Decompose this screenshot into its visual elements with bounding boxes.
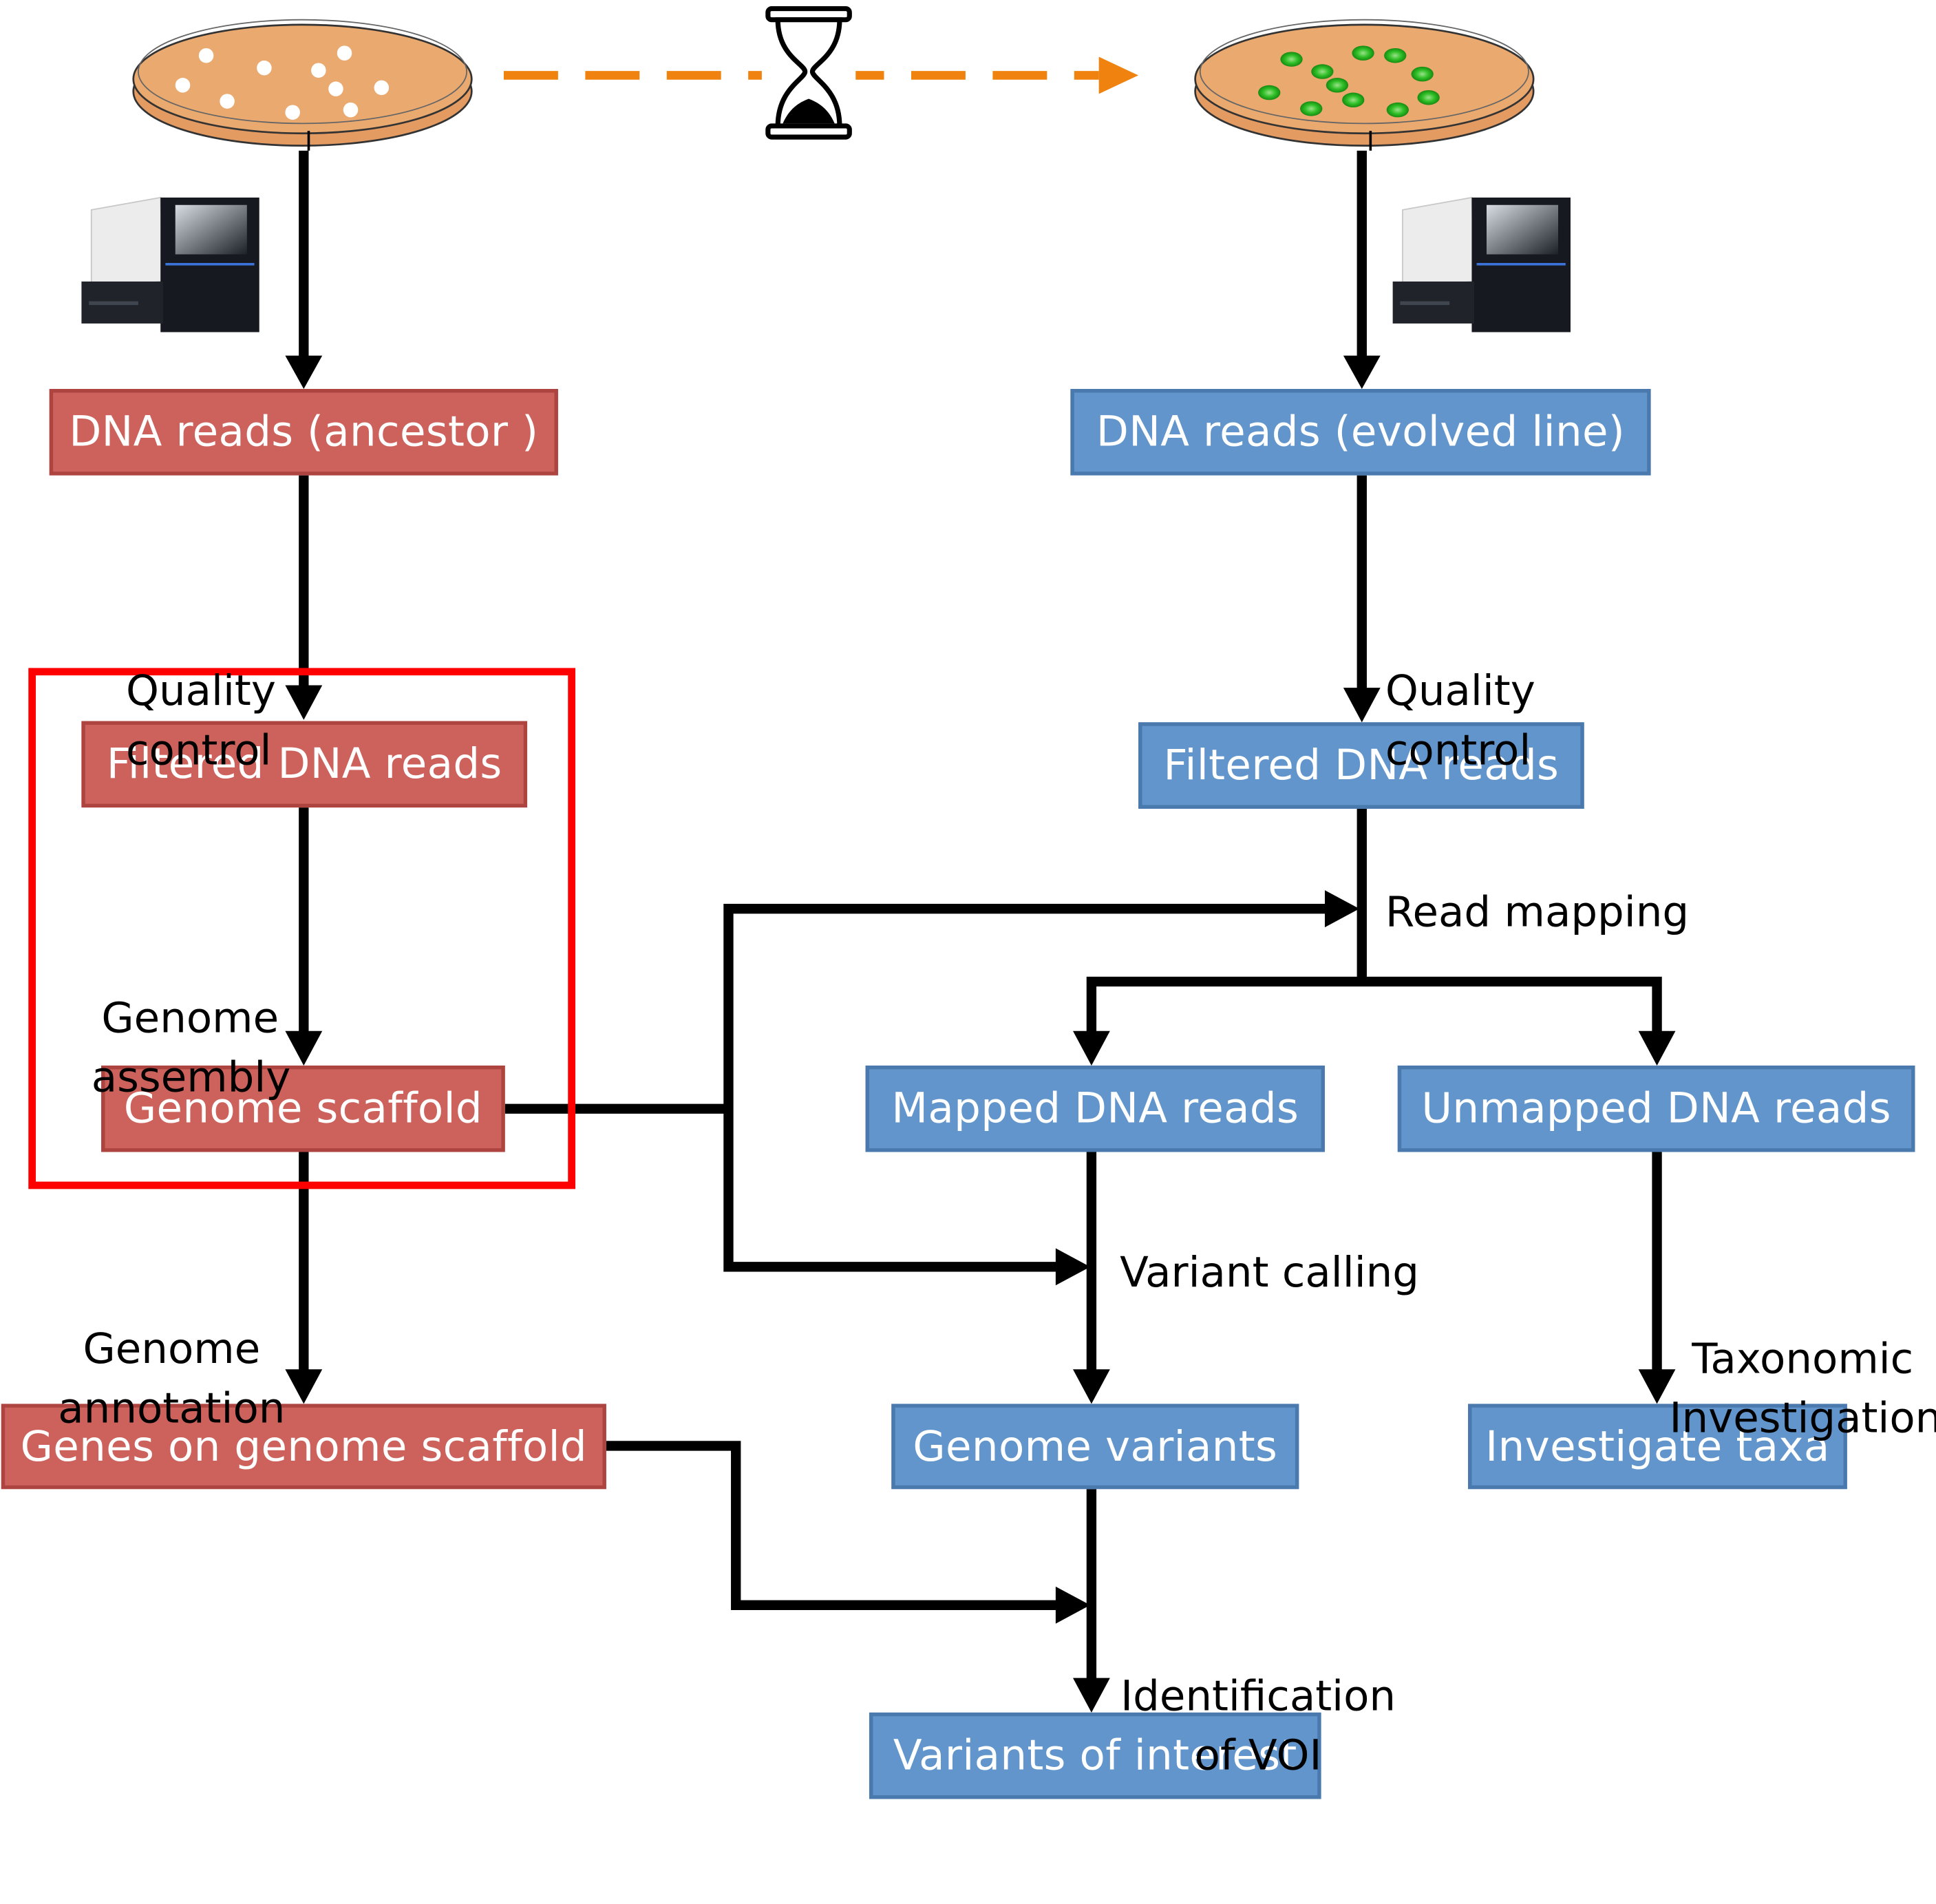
genome-variants-box: Genome variants [891,1404,1299,1490]
white-colony-icon [175,45,390,120]
genome-variants-label: Genome variants [913,1421,1278,1472]
mapped-reads-box: Mapped DNA reads [865,1065,1325,1152]
evolved-sequencer-icon [1392,196,1571,332]
mapped-reads-label: Mapped DNA reads [891,1083,1299,1134]
arrowheads [285,355,1676,1713]
evolved-dna-reads-label: DNA reads (evolved line) [1096,407,1626,457]
evolved-dna-reads-box: DNA reads (evolved line) [1070,389,1651,476]
genes-on-scaffold-box: Genes on genome scaffold [1,1404,606,1490]
ancestor-filtered-reads-box: Filtered DNA reads [81,721,528,808]
genome-scaffold-label: Genome scaffold [123,1083,482,1134]
investigate-taxa-box: Investigate taxa [1468,1404,1847,1490]
hourglass-icon [761,5,856,141]
variants-of-interest-label: Variants of interest [893,1731,1297,1781]
evolved-filtered-reads-box: Filtered DNA reads [1138,722,1584,809]
highlight-frame [28,668,576,1189]
genes-on-scaffold-label: Genes on genome scaffold [20,1421,587,1472]
evolved-petri-dish-icon [1194,19,1535,151]
evolved-filtered-reads-label: Filtered DNA reads [1163,741,1560,790]
green-colony-icon [1258,45,1440,118]
workflow-diagram: DNA reads (ancestor ) Filtered DNA reads… [1,5,1936,1799]
investigate-taxa-label: Investigate taxa [1485,1421,1830,1472]
genome-scaffold-box: Genome scaffold [101,1065,505,1152]
read-mapping-label: Read mapping [1385,887,1690,938]
ancestor-filtered-reads-label: Filtered DNA reads [106,739,502,790]
workflow-connectors [299,150,1662,1681]
variant-calling-label: Variant calling [1120,1248,1420,1298]
variants-of-interest-box: Variants of interest [869,1712,1321,1799]
ancestor-dna-reads-label: DNA reads (ancestor ) [69,407,539,457]
unmapped-reads-label: Unmapped DNA reads [1421,1083,1891,1134]
diagram-graphics [81,5,1676,1713]
ancestor-dna-reads-box: DNA reads (ancestor ) [49,389,558,476]
unmapped-reads-box: Unmapped DNA reads [1397,1065,1915,1152]
ancestor-petri-dish-icon [132,19,473,151]
ancestor-sequencer-icon [81,196,259,332]
